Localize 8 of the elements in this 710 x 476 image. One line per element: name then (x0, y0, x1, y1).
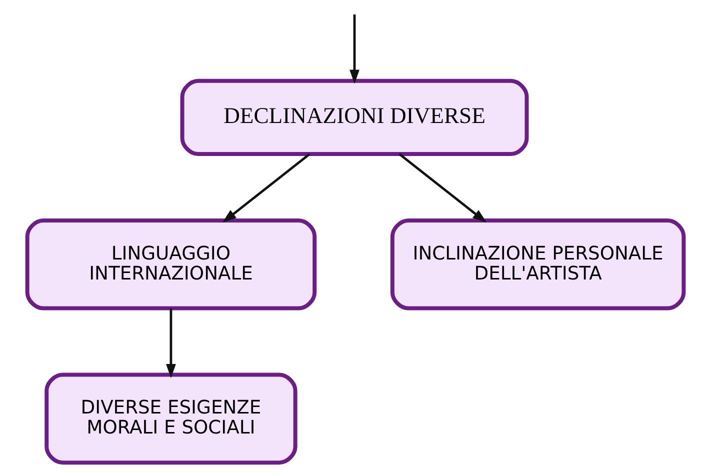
arrow (222, 153, 310, 223)
arrow (166, 308, 176, 378)
node-box: DECLINAZIONI DIVERSE (180, 78, 528, 156)
node-box: LINGUAGGIO INTERNAZIONALE (24, 218, 316, 310)
arrow (349, 14, 359, 84)
node-box: INCLINAZIONE PERSONALE DELL'ARTISTA (390, 218, 686, 310)
node-box: DIVERSE ESIGENZE MORALI E SOCIALI (44, 372, 297, 465)
arrow (398, 153, 486, 223)
